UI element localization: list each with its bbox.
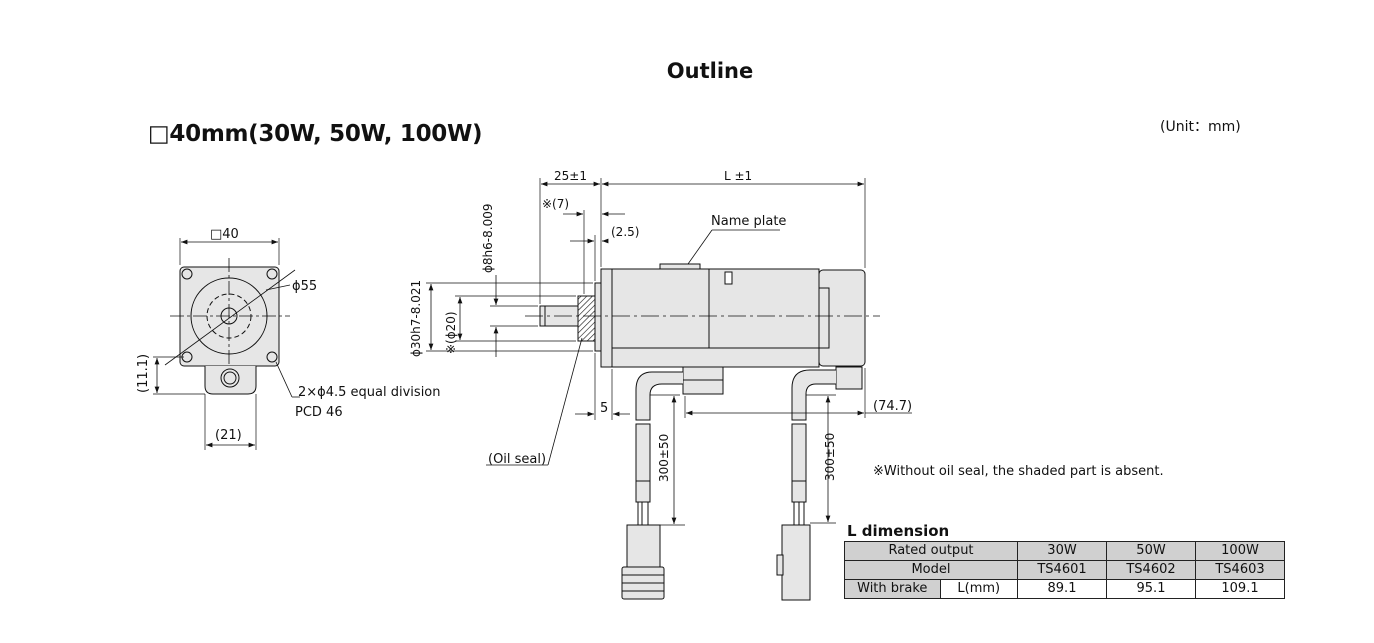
unit-label: (Unit：mm)	[1160, 119, 1241, 135]
cell-l-value: 109.1	[1195, 579, 1285, 599]
mount-hole	[266, 268, 278, 280]
table-row: Rated output 30W 50W 100W	[844, 541, 1285, 561]
cell-output: 30W	[1017, 541, 1107, 561]
oil-seal-note: ※Without oil seal, the shaded part is ab…	[873, 464, 1164, 479]
flange-thickness-dim: 5	[600, 401, 608, 416]
front-view	[153, 238, 300, 450]
seal-diameter-dim: ※(ϕ20)	[444, 311, 458, 354]
cell-output: 50W	[1106, 541, 1196, 561]
body-length-dim: L ±1	[724, 169, 752, 183]
oil-seal-label: (Oil seal)	[488, 452, 546, 467]
front-square-dim: □40	[210, 227, 239, 242]
table-row: With brake L(mm) 89.1 95.1 109.1	[844, 579, 1285, 599]
row-label-rated: Rated output	[844, 541, 1018, 561]
cable-connector-2	[781, 524, 811, 601]
cell-l-value: 95.1	[1106, 579, 1196, 599]
shaft-diameter-dim: ϕ8h6-8.009	[481, 204, 495, 273]
front-pcd-note: PCD 46	[295, 405, 343, 420]
mount-hole	[266, 351, 278, 363]
cell-model: TS4602	[1106, 560, 1196, 580]
row-label-brake: With brake	[844, 579, 941, 599]
nameplate-label: Name plate	[711, 214, 786, 229]
cable-length-dim-1: 300±50	[657, 434, 671, 482]
mount-hole	[181, 268, 193, 280]
cell-model: TS4603	[1195, 560, 1285, 580]
cell-output: 100W	[1195, 541, 1285, 561]
table-row: Model TS4601 TS4602 TS4603	[844, 560, 1285, 580]
l-dimension-title: L dimension	[847, 522, 950, 540]
row-label-l-unit: L(mm)	[939, 579, 1019, 599]
pilot-diameter-dim: ϕ30h7-8.021	[409, 280, 423, 357]
l-dimension-table: Rated output 30W 50W 100W Model TS4601 T…	[844, 541, 1285, 599]
front-width-dim: (21)	[215, 428, 242, 443]
connector-offset-dim: (74.7)	[873, 399, 912, 414]
front-holes-note: 2×ϕ4.5 equal division	[298, 385, 441, 400]
seal-thickness-dim: (2.5)	[611, 225, 639, 239]
flange-square	[179, 266, 280, 367]
cell-l-value: 89.1	[1017, 579, 1107, 599]
oil-seal-hatched	[577, 295, 596, 342]
motor-body	[600, 268, 820, 368]
page-title: Outline	[666, 59, 754, 83]
seal-offset-dim: ※(7)	[542, 197, 569, 211]
front-diameter-dim: ϕ55	[292, 279, 317, 294]
cable-connector-1	[626, 524, 661, 568]
row-label-model: Model	[844, 560, 1018, 580]
front-height-dim: (11.1)	[136, 354, 151, 393]
side-view	[426, 178, 912, 601]
model-size-heading: □40mm(30W, 50W, 100W)	[148, 121, 483, 147]
cell-model: TS4601	[1017, 560, 1107, 580]
cable-length-dim-2: 300±50	[823, 433, 837, 481]
shaft-length-dim: 25±1	[554, 169, 587, 183]
